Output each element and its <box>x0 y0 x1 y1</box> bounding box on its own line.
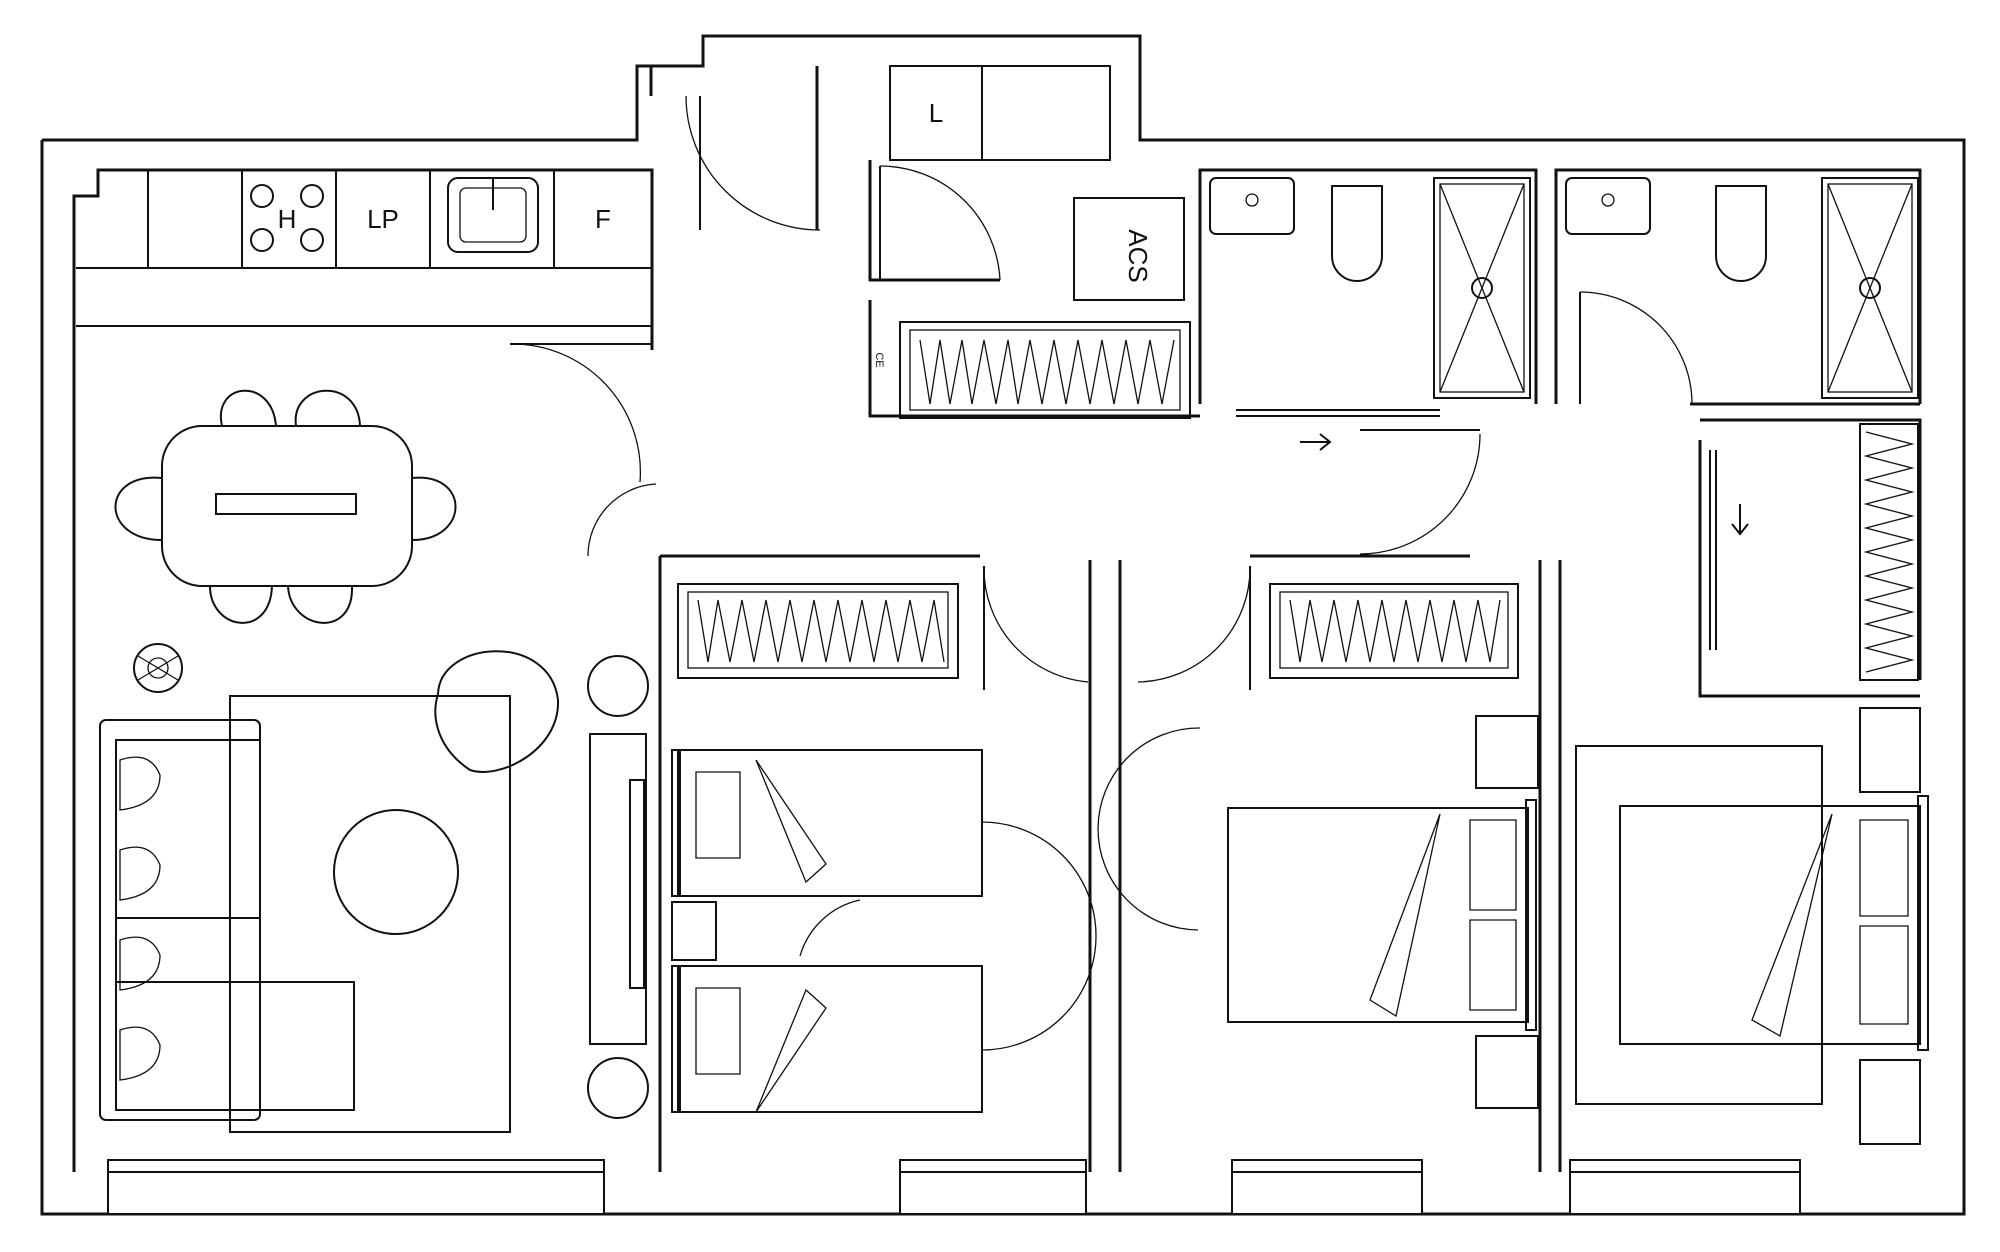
sofa <box>99 719 355 1121</box>
wardrobe-bedroom-3 <box>1859 423 1919 681</box>
kitchen-sink <box>447 177 539 253</box>
wardrobe-swing <box>981 821 1097 1051</box>
bed-3 <box>1227 799 1537 1031</box>
shower-tray <box>1433 177 1531 399</box>
water-heater-label: ACS <box>1123 229 1153 282</box>
drain-icon <box>1859 277 1881 299</box>
kitchen: H LP F <box>76 170 653 269</box>
entry-door <box>685 95 821 231</box>
side-table <box>587 655 649 717</box>
bedroom-1 <box>671 583 1097 1215</box>
bed-4 <box>1619 795 1929 1051</box>
washer-label: L <box>929 98 943 128</box>
bedroom-2-door <box>1137 565 1251 690</box>
wardrobe-bedroom-2 <box>1269 583 1519 679</box>
window-living <box>107 1159 605 1215</box>
clearance-circle <box>1097 727 1201 931</box>
plant <box>133 643 183 693</box>
hob-label: H <box>278 204 297 234</box>
bedroom-3 <box>1569 423 1929 1215</box>
bed-2 <box>671 965 983 1113</box>
bedroom-2 <box>1097 583 1539 1215</box>
toilet <box>1715 185 1767 282</box>
nightstand <box>1859 1059 1921 1145</box>
nightstand <box>1859 707 1921 793</box>
window-bedroom-1 <box>899 1159 1087 1215</box>
bathroom-1-door <box>1359 429 1481 555</box>
drain-icon <box>1471 277 1493 299</box>
bathroom-2 <box>1565 177 1919 399</box>
rug <box>229 695 511 1133</box>
sliding-arrow-down-icon <box>1731 504 1749 536</box>
hob: H <box>250 184 324 252</box>
dining-chair <box>294 389 361 427</box>
sliding-door-hall <box>1236 409 1440 417</box>
interior-walls <box>76 160 1922 1172</box>
bathroom-1 <box>1209 177 1531 399</box>
tv <box>629 779 645 989</box>
washbasin <box>1565 177 1651 235</box>
washbasin <box>1209 177 1295 235</box>
living-area <box>99 650 649 1215</box>
dining-chair <box>219 389 277 427</box>
laundry-door <box>879 165 1001 281</box>
bedroom-1-door <box>983 565 1089 690</box>
nightstand <box>1475 715 1539 789</box>
dining-chair <box>209 585 273 624</box>
bathroom-2-door <box>1579 291 1693 405</box>
armchair <box>434 650 560 773</box>
nightstand <box>1475 1035 1539 1109</box>
side-table <box>587 1057 649 1119</box>
wardrobe-swing <box>799 899 861 957</box>
dining-chair <box>411 476 457 541</box>
fridge-label: F <box>595 204 611 234</box>
shower-tray <box>1821 177 1919 399</box>
toilet <box>1331 185 1383 282</box>
window-bedroom-3 <box>1569 1159 1801 1215</box>
dining-area <box>114 389 457 624</box>
doors <box>510 95 1717 690</box>
bed-1 <box>671 749 983 897</box>
tv-unit <box>589 733 647 1045</box>
wardrobe-hall <box>899 321 1191 419</box>
dining-chair <box>287 585 354 624</box>
sliding-arrow-right-icon <box>1300 433 1332 451</box>
rug-bedroom-3 <box>1575 745 1823 1105</box>
utility-area: L ACS CE <box>873 65 1191 419</box>
dishwasher-label: LP <box>367 204 399 234</box>
nightstand <box>671 901 717 961</box>
dining-chair <box>114 476 163 541</box>
window-bedroom-2 <box>1231 1159 1423 1215</box>
wardrobe-bedroom-1 <box>677 583 959 679</box>
living-double-door <box>510 343 657 557</box>
sliding-door-closet <box>1709 450 1717 650</box>
electrical-panel-label: CE <box>873 352 885 367</box>
coffee-table <box>333 809 459 935</box>
exterior-walls <box>40 34 1966 1216</box>
